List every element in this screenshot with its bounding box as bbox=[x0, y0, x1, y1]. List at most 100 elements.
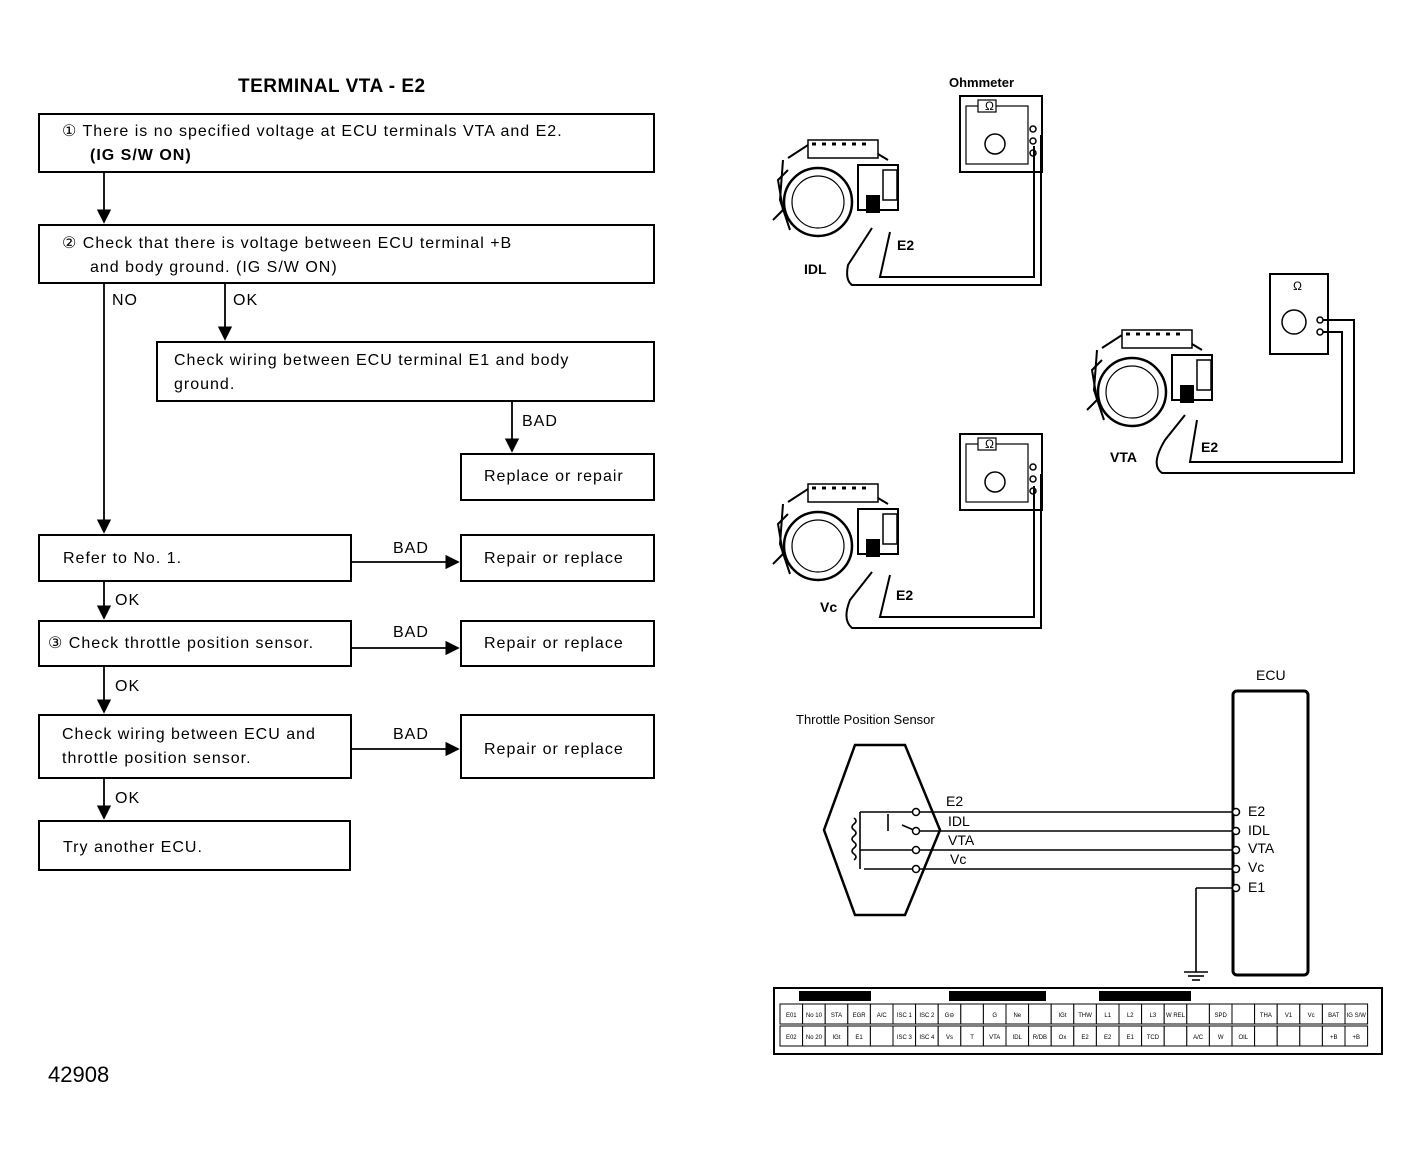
ecu-label: ECU bbox=[1256, 667, 1286, 683]
refer-no1-text: Refer to No. 1. bbox=[63, 550, 183, 567]
middle-lead-e2 bbox=[1188, 331, 1343, 463]
connector-cell-label: Vc bbox=[1308, 1013, 1315, 1019]
connector-cell bbox=[1299, 1025, 1323, 1047]
sensor-pin-vc: Vc bbox=[950, 851, 966, 867]
check-e1-line2: ground. bbox=[174, 376, 236, 393]
sensor-pin-idl: IDL bbox=[948, 813, 970, 829]
connector-cell-label: T bbox=[970, 1035, 974, 1041]
sensor-label: Throttle Position Sensor bbox=[796, 712, 935, 727]
connector-cell-label: SPD bbox=[1215, 1013, 1228, 1019]
connector-cell-label: ISC 3 bbox=[897, 1035, 913, 1041]
check-wiring-tps-line2: throttle position sensor. bbox=[62, 750, 252, 767]
connector-cell-label: +B bbox=[1330, 1035, 1338, 1041]
bottom-lead-vc bbox=[845, 474, 1042, 629]
connector-cell-label: L2 bbox=[1127, 1013, 1134, 1019]
connector-cell-label: Ne bbox=[1013, 1013, 1021, 1019]
top-lead-idl bbox=[846, 135, 1042, 286]
bad-label-1: BAD bbox=[522, 413, 558, 430]
repair-replace-text-2: Repair or replace bbox=[484, 635, 624, 652]
sensor-pin-e2: E2 bbox=[946, 793, 963, 809]
connector-cell-label: L3 bbox=[1150, 1013, 1157, 1019]
connector-cell-label: TCD bbox=[1147, 1035, 1160, 1041]
connector-cell-label: V1 bbox=[1285, 1013, 1293, 1019]
connector-cell bbox=[960, 1003, 984, 1025]
circuit-terminals bbox=[911, 807, 1241, 893]
connector-cell-label: W bbox=[1218, 1035, 1224, 1041]
connector-cell bbox=[1344, 1003, 1369, 1025]
check-wiring-tps-box: Check wiring between ECU and throttle po… bbox=[38, 714, 352, 779]
connector-cell-label: STA bbox=[831, 1013, 842, 1019]
step2-line1: ② Check that there is voltage between EC… bbox=[62, 235, 513, 252]
connector-cell-label: ISC 4 bbox=[919, 1035, 935, 1041]
middle-ohmmeter bbox=[1269, 273, 1329, 355]
check-e1-line1: Check wiring between ECU terminal E1 and… bbox=[174, 352, 570, 369]
ecu-pin-e1: E1 bbox=[1248, 879, 1265, 895]
connector-cell-label: No 20 bbox=[806, 1035, 823, 1041]
connector-cell bbox=[1254, 1025, 1278, 1047]
try-another-box: Try another ECU. bbox=[38, 820, 351, 871]
check-e1-box: Check wiring between ECU terminal E1 and… bbox=[156, 341, 655, 402]
replace-repair-text: Replace or repair bbox=[484, 468, 624, 485]
refer-no1-box: Refer to No. 1. bbox=[38, 534, 352, 582]
connector-cell-label: No 10 bbox=[806, 1013, 823, 1019]
step2-box: ② Check that there is voltage between EC… bbox=[38, 224, 655, 284]
sensor-housing bbox=[822, 743, 942, 917]
connector-cell-label: E02 bbox=[786, 1035, 797, 1041]
ecu-pin-vc: Vc bbox=[1248, 859, 1264, 875]
page-title: TERMINAL VTA - E2 bbox=[238, 76, 426, 97]
ohmmeter-label: Ohmmeter bbox=[949, 75, 1014, 90]
connector-cell-label: Ox bbox=[1059, 1035, 1067, 1041]
connector-cell-label: R/DB bbox=[1033, 1035, 1047, 1041]
repair-replace-text-1: Repair or replace bbox=[484, 550, 624, 567]
sensor-pin-vta: VTA bbox=[948, 832, 975, 848]
repair-replace-box-2: Repair or replace bbox=[460, 620, 655, 667]
connector-cell-label: Vs bbox=[946, 1035, 953, 1041]
connector-cell-label: IGt bbox=[1058, 1013, 1066, 1019]
connector-cell-label: ISC 1 bbox=[897, 1013, 913, 1019]
connector-cell-label: L1 bbox=[1104, 1013, 1111, 1019]
connector-cell-label: G bbox=[992, 1013, 997, 1019]
connector-cell-label: IDL bbox=[1013, 1035, 1023, 1041]
repair-replace-box-3: Repair or replace bbox=[460, 714, 655, 779]
connector-cell-label: G⊖ bbox=[945, 1013, 955, 1019]
bad-label-3: BAD bbox=[393, 624, 429, 641]
connector-cell-label: EGR bbox=[853, 1013, 867, 1019]
middle-left-terminal: VTA bbox=[1110, 449, 1137, 465]
connector-cell bbox=[1344, 1025, 1369, 1047]
connector-cell-label: E01 bbox=[786, 1013, 797, 1019]
circuit-wires bbox=[851, 811, 1236, 981]
step1-line2: (IG S/W ON) bbox=[90, 147, 192, 164]
connector-cell bbox=[1186, 1003, 1210, 1025]
bottom-left-terminal: Vc bbox=[820, 599, 837, 615]
middle-right-terminal: E2 bbox=[1201, 439, 1218, 455]
connector-cell-label: OIL bbox=[1238, 1035, 1248, 1041]
ok-label-4: OK bbox=[115, 790, 141, 807]
ecu-pin-e2: E2 bbox=[1248, 803, 1265, 819]
middle-lead-vta bbox=[1155, 319, 1355, 474]
connector-cell-label: E2 bbox=[1104, 1035, 1112, 1041]
bad-label-2: BAD bbox=[393, 540, 429, 557]
connector-outline bbox=[773, 987, 1383, 1055]
ok-label-1: OK bbox=[233, 292, 259, 309]
connector-cell-label: IGt bbox=[832, 1035, 840, 1041]
step3-box: ③ Check throttle position sensor. bbox=[38, 620, 352, 667]
bad-label-4: BAD bbox=[393, 726, 429, 743]
top-lead-e2 bbox=[878, 146, 1035, 278]
connector-cell-label: THW bbox=[1078, 1013, 1092, 1019]
ecu-pin-vta: VTA bbox=[1248, 840, 1275, 856]
check-wiring-tps-line1: Check wiring between ECU and bbox=[62, 726, 316, 743]
connector-cell-label: IG S/W bbox=[1347, 1013, 1367, 1019]
connector-cell-label: A/C bbox=[877, 1013, 888, 1019]
connector-cell bbox=[1028, 1003, 1052, 1025]
ok-label-2: OK bbox=[115, 592, 141, 609]
step2-line2: and body ground. (IG S/W ON) bbox=[90, 259, 338, 276]
middle-ohm-symbol: Ω bbox=[1293, 279, 1302, 293]
sensor-pin-labels: E2 IDL VTA Vc bbox=[946, 793, 975, 867]
bottom-right-terminal: E2 bbox=[896, 587, 913, 603]
replace-repair-box: Replace or repair bbox=[460, 453, 655, 501]
top-right-terminal: E2 bbox=[897, 237, 914, 253]
step3-text: ③ Check throttle position sensor. bbox=[48, 635, 315, 652]
